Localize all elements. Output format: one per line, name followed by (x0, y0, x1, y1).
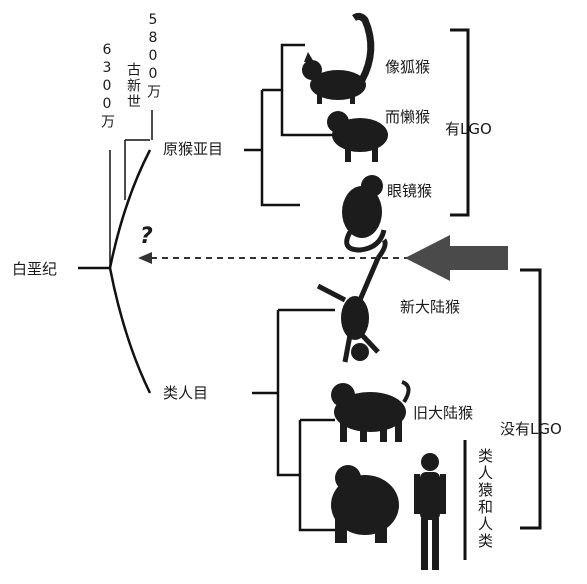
loris-branch (280, 90, 335, 137)
spider-monkey-silhouette-icon (316, 238, 388, 363)
anthropoids-label: 类人目 (163, 384, 209, 402)
mya63-label: 6300万 (99, 42, 115, 130)
lemur-loris-node (262, 43, 305, 92)
gorilla-silhouette-icon (331, 465, 399, 543)
tree-branches (78, 43, 335, 532)
macaque-silhouette-icon (331, 380, 411, 442)
tarsier-silhouette-icon (342, 175, 387, 253)
apes-humans-label: 类人猿和人类 (476, 448, 494, 550)
strep-node (260, 90, 300, 207)
tarsier-label: 眼镜猴 (387, 182, 433, 200)
brackets (450, 28, 542, 560)
mya58-label: 5800万 (145, 12, 161, 100)
old-world-label: 旧大陆猴 (413, 404, 474, 422)
new-world-label: 新大陆猴 (400, 298, 461, 316)
lgo-bracket (450, 28, 470, 217)
strepsirrhini-label: 原猴亚目 (163, 140, 224, 158)
loris-label: 而懒猴 (385, 108, 431, 126)
loris-silhouette-icon (327, 111, 388, 162)
root-label: 白垩纪 (12, 260, 58, 278)
no-lgo-label: 没有LGO (500, 420, 562, 438)
human-silhouette-icon (414, 453, 446, 570)
no-lgo-bracket (520, 268, 542, 530)
dashed-arrow (138, 252, 410, 264)
anth-node (276, 310, 300, 477)
big-arrow (405, 235, 508, 281)
paleocene-label: 古新世 (125, 62, 141, 110)
split-lower (108, 267, 152, 394)
lemur-label: 像狐猴 (385, 58, 431, 76)
lemur-silhouette-icon (302, 12, 375, 104)
question-mark: ? (140, 224, 153, 249)
has-lgo-label: 有LGO (445, 120, 492, 138)
split-upper (108, 149, 152, 269)
catarrhine-node (298, 420, 335, 532)
